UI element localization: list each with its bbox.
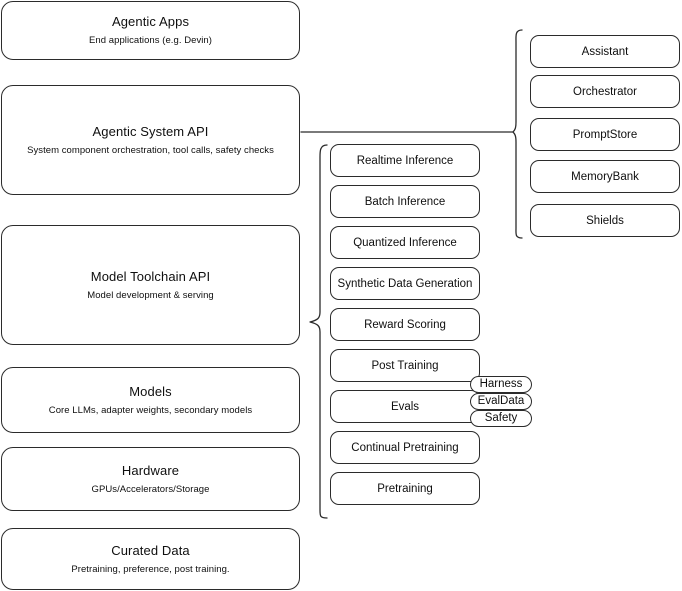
toolchain-item-pretraining[interactable]: Pretraining xyxy=(330,472,480,505)
toolchain-item-evals[interactable]: Evals xyxy=(330,390,480,423)
layer-model-toolchain-api[interactable]: Model Toolchain API Model development & … xyxy=(1,225,300,345)
eval-badge-label: Harness xyxy=(479,378,523,390)
system-item-assistant[interactable]: Assistant xyxy=(530,35,680,68)
layer-title: Agentic Apps xyxy=(111,14,190,29)
eval-badge-evaldata[interactable]: EvalData xyxy=(470,393,532,410)
layer-title: Curated Data xyxy=(111,542,190,558)
layer-agentic-apps[interactable]: Agentic Apps End applications (e.g. Devi… xyxy=(1,1,300,60)
layer-subtitle: GPUs/Accelerators/Storage xyxy=(91,483,210,495)
system-item-label: PromptStore xyxy=(572,128,638,141)
system-item-label: MemoryBank xyxy=(571,170,639,183)
eval-badge-safety[interactable]: Safety xyxy=(470,410,532,427)
toolchain-item-label: Reward Scoring xyxy=(364,318,446,331)
eval-badge-harness[interactable]: Harness xyxy=(470,376,532,393)
layer-agentic-system-api[interactable]: Agentic System API System component orch… xyxy=(1,85,300,195)
toolchain-item-synthetic-data-generation[interactable]: Synthetic Data Generation xyxy=(330,267,480,300)
layer-title: Hardware xyxy=(121,462,180,478)
toolchain-item-quantized-inference[interactable]: Quantized Inference xyxy=(330,226,480,259)
toolchain-item-reward-scoring[interactable]: Reward Scoring xyxy=(330,308,480,341)
toolchain-item-label: Pretraining xyxy=(377,482,433,495)
layer-curated-data[interactable]: Curated Data Pretraining, preference, po… xyxy=(1,528,300,590)
toolchain-capabilities-brace xyxy=(309,144,328,519)
system-item-promptstore[interactable]: PromptStore xyxy=(530,118,680,151)
layer-subtitle: Pretraining, preference, post training. xyxy=(71,563,230,575)
layer-subtitle: System component orchestration, tool cal… xyxy=(27,144,274,156)
system-item-label: Shields xyxy=(586,214,624,227)
toolchain-item-label: Synthetic Data Generation xyxy=(337,277,473,290)
toolchain-item-realtime-inference[interactable]: Realtime Inference xyxy=(330,144,480,177)
layer-subtitle: End applications (e.g. Devin) xyxy=(89,35,212,46)
system-item-label: Orchestrator xyxy=(573,85,637,98)
layer-hardware[interactable]: Hardware GPUs/Accelerators/Storage xyxy=(1,447,300,511)
toolchain-item-continual-pretraining[interactable]: Continual Pretraining xyxy=(330,431,480,464)
layer-models[interactable]: Models Core LLMs, adapter weights, secon… xyxy=(1,367,300,433)
toolchain-item-label: Batch Inference xyxy=(364,195,446,208)
layer-title: Agentic System API xyxy=(92,123,209,139)
toolchain-item-batch-inference[interactable]: Batch Inference xyxy=(330,185,480,218)
system-item-shields[interactable]: Shields xyxy=(530,204,680,237)
layer-subtitle: Core LLMs, adapter weights, secondary mo… xyxy=(48,404,253,416)
system-components-brace xyxy=(512,29,523,239)
system-item-label: Assistant xyxy=(581,45,629,58)
eval-badge-label: Safety xyxy=(484,412,518,424)
toolchain-item-label: Post Training xyxy=(371,359,439,372)
system-item-memorybank[interactable]: MemoryBank xyxy=(530,160,680,193)
toolchain-item-label: Quantized Inference xyxy=(353,236,457,249)
layer-subtitle: Model development & serving xyxy=(87,289,214,301)
layer-title: Model Toolchain API xyxy=(90,268,211,284)
toolchain-item-label: Evals xyxy=(390,400,420,413)
layer-title: Models xyxy=(129,383,172,399)
system-item-orchestrator[interactable]: Orchestrator xyxy=(530,75,680,108)
eval-badge-label: EvalData xyxy=(477,395,525,407)
toolchain-item-label: Realtime Inference xyxy=(356,154,454,167)
toolchain-item-post-training[interactable]: Post Training xyxy=(330,349,480,382)
toolchain-item-label: Continual Pretraining xyxy=(351,441,459,454)
